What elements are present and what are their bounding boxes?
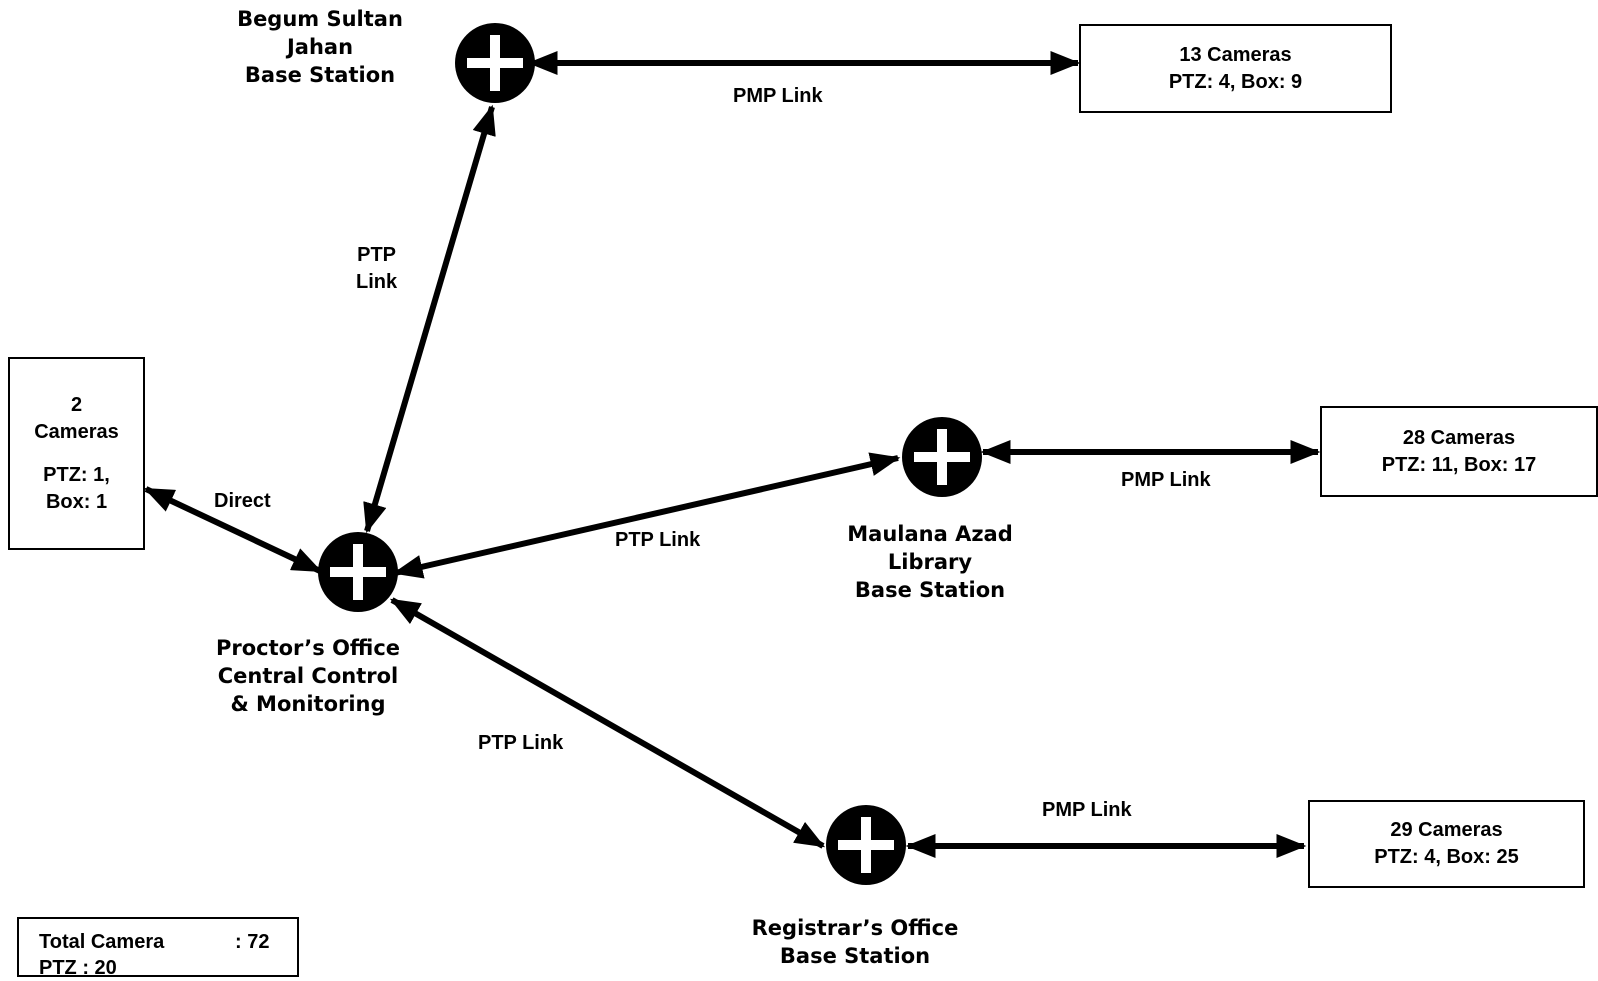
summary-ptz-row: PTZ : 20 [39,955,297,981]
maulana-camera-box: 28 Cameras PTZ: 11, Box: 17 [1320,406,1598,497]
direct-link-arrow [143,486,323,574]
station-label-line: Base Station [244,63,396,87]
camera-breakdown: PTZ: 11, Box: 17 [1381,453,1537,476]
direct-link-label: Direct [214,490,271,512]
station-label-line: Base Station [854,578,1006,602]
camera-breakdown: PTZ: 4, Box: 25 [1374,846,1519,868]
ptp-label-line: PTP [357,244,397,266]
registrar-station-label: Registrar’s Office Base Station [735,914,975,970]
ptp-link-registrar-label: PTP Link [478,732,564,754]
ptp-label-line: Link [356,271,398,293]
camera-summary-box: Total Camera : 72 PTZ : 20 [17,917,299,979]
camera-count: 29 Cameras [1390,819,1503,841]
summary-total-value: : 72 [235,931,270,953]
proctor-central-label: Proctor’s Office Central Control & Monit… [197,634,419,718]
proctor-central-icon [318,532,398,612]
maulana-station-label: Maulana Azad Library Base Station [830,520,1030,604]
begum-camera-box: 13 Cameras PTZ: 4, Box: 9 [1079,24,1392,113]
registrar-camera-box: 29 Cameras PTZ: 4, Box: 25 [1308,800,1585,888]
begum-base-station-icon [455,23,535,103]
summary-total-label: Total Camera [39,931,165,953]
station-label-line: Central Control [217,664,399,688]
station-label-line: Maulana Azad [847,522,1013,546]
camera-box-count: Box: 1 [45,490,108,513]
station-label-line: Jahan [286,35,354,59]
station-label-line: Proctor’s Office [215,636,401,660]
ptp-link-maulana-arrow [392,452,901,579]
registrar-base-station-icon [826,805,906,885]
pmp-link-registrar-label: PMP Link [1042,799,1132,821]
pmp-link-maulana-label: PMP Link [1121,469,1211,491]
proctor-camera-box: 2 Cameras PTZ: 1, Box: 1 [8,357,145,550]
ptp-link-maulana-label: PTP Link [615,529,701,551]
ptp-link-registrar-arrow [389,597,826,849]
ptp-link-begum-label: PTP Link [356,242,397,296]
station-label-line: Registrar’s Office [751,916,959,940]
camera-breakdown: PTZ: 4, Box: 9 [1168,70,1303,93]
summary-ptz-label: PTZ : 20 [39,957,117,979]
begum-station-label: Begum Sultan Jahan Base Station [220,5,420,89]
camera-count-unit: Cameras [34,420,119,443]
ptp-link-begum-arrow [363,104,496,534]
station-label-line: & Monitoring [230,692,386,716]
station-label-line: Base Station [779,944,931,968]
maulana-base-station-icon [902,417,982,497]
camera-count: 2 [70,393,83,416]
summary-total-row: Total Camera : 72 [39,929,297,955]
camera-count: 28 Cameras [1402,426,1516,449]
camera-count: 13 Cameras [1179,43,1292,66]
station-label-line: Library [887,550,973,574]
pmp-link-begum-label: PMP Link [733,85,823,107]
camera-ptz: PTZ: 1, [43,463,110,486]
station-label-line: Begum Sultan [237,7,403,31]
